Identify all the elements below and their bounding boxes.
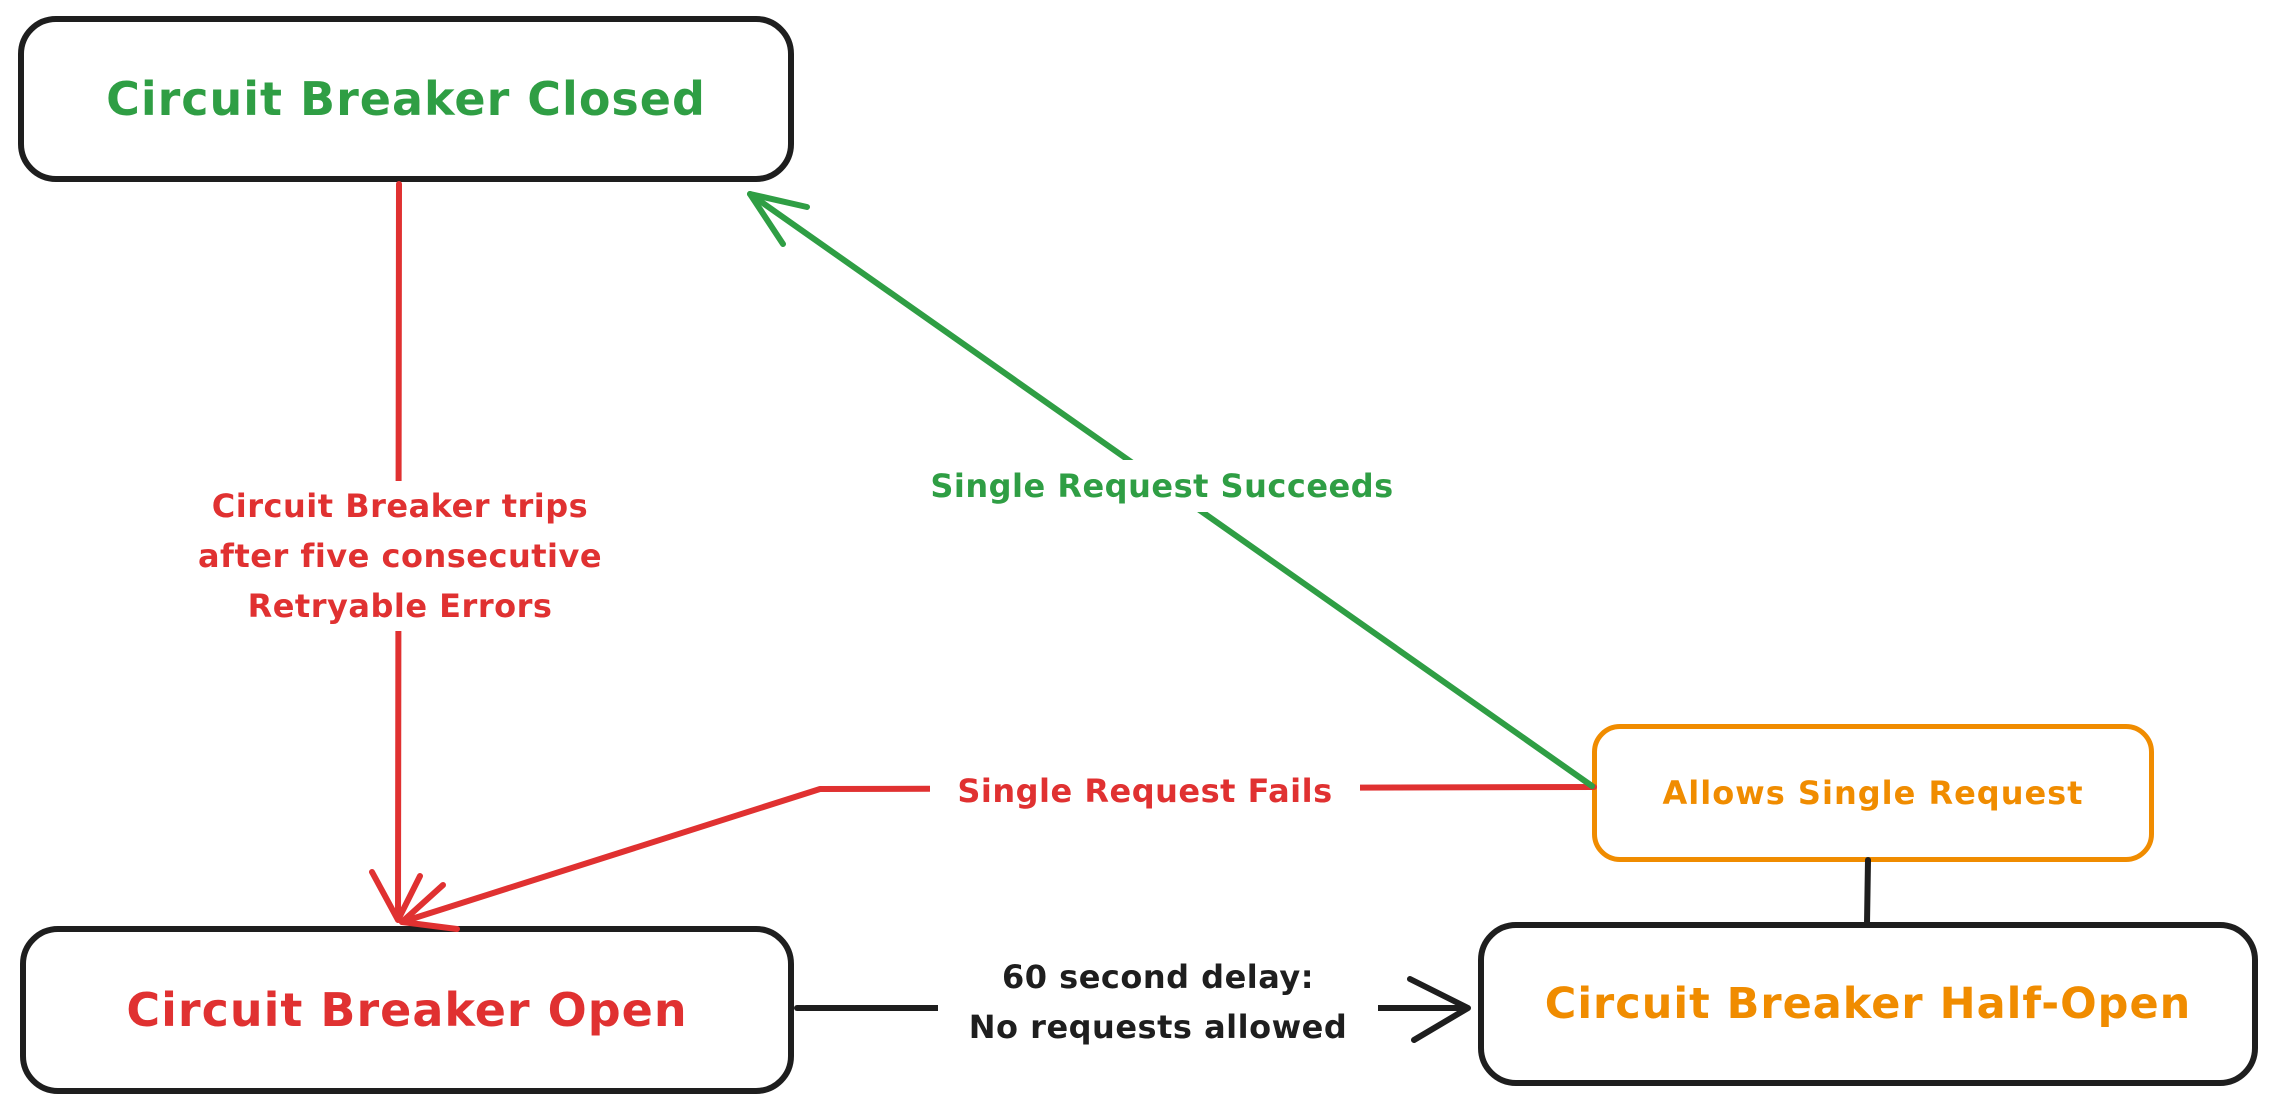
node-allows-single-request-label: Allows Single Request	[1662, 774, 2084, 812]
node-circuit-breaker-closed-label: Circuit Breaker Closed	[106, 72, 706, 126]
delay-edge-label-line2: No requests allowed	[968, 1008, 1348, 1046]
trip-edge-label: Circuit Breaker trips after five consecu…	[160, 481, 640, 631]
delay-edge-label-line1: 60 second delay:	[1001, 958, 1315, 996]
node-circuit-breaker-half-open-label: Circuit Breaker Half-Open	[1544, 979, 2192, 1029]
allows-connector-line	[1864, 857, 1871, 927]
fails-edge-label: Single Request Fails	[930, 765, 1360, 817]
succeeds-arrowhead-icon	[747, 191, 810, 247]
trip-edge-label-line3: Retryable Errors	[247, 587, 553, 625]
delay-arrowhead-icon	[1407, 976, 1471, 1043]
node-circuit-breaker-closed: Circuit Breaker Closed	[18, 16, 794, 182]
trip-edge-label-line1: Circuit Breaker trips	[211, 487, 589, 525]
succeeds-edge-label: Single Request Succeeds	[912, 460, 1412, 512]
trip-edge-label-line2: after five consecutive	[197, 537, 603, 575]
node-circuit-breaker-half-open: Circuit Breaker Half-Open	[1478, 922, 2258, 1086]
trip-arrowhead-icon	[369, 869, 423, 923]
delay-edge-label: 60 second delay: No requests allowed	[938, 952, 1378, 1052]
node-allows-single-request: Allows Single Request	[1592, 724, 2154, 862]
fails-arrowhead-icon	[399, 882, 460, 932]
node-circuit-breaker-open: Circuit Breaker Open	[20, 926, 794, 1094]
node-circuit-breaker-open-label: Circuit Breaker Open	[126, 983, 688, 1037]
